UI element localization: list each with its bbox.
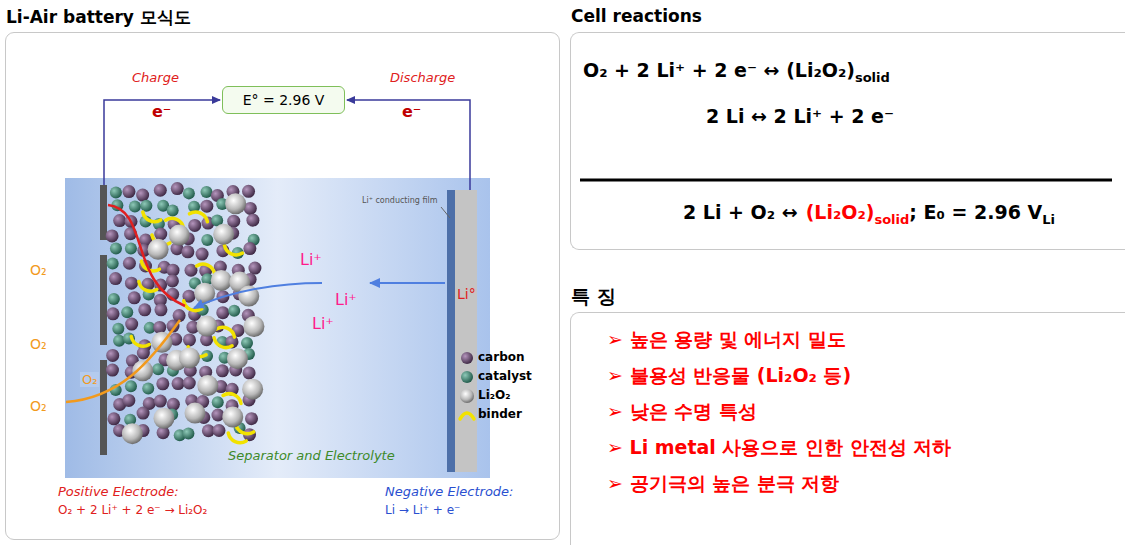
li-ion-label: Li⁺: [312, 314, 334, 333]
electrode-reaction: O₂ + 2 Li⁺ + 2 e⁻ → Li₂O₂: [58, 503, 207, 517]
electrode-reaction: Li → Li⁺ + e⁻: [385, 503, 460, 517]
positive-current-collector: [100, 185, 107, 455]
film-label: Li⁺ conducting film: [362, 196, 437, 205]
electron-label: e⁻: [402, 102, 421, 121]
oxygen-label: O₂: [80, 372, 99, 387]
conducting-film: [447, 190, 455, 472]
feature-item: ➢ Li metal 사용으로 인한 안전성 저하: [607, 435, 951, 461]
potential-value: E° = 2.96 V: [243, 92, 325, 108]
equation-text: 2 Li + O₂ ↔: [683, 201, 798, 223]
separator-label: Separator and Electrolyte: [228, 448, 395, 463]
discharge-wire: [347, 100, 470, 190]
legend-text: catalyst: [478, 369, 532, 383]
subscript: solid: [874, 212, 909, 227]
charge-wire: [104, 100, 220, 185]
legend-samples: [460, 352, 474, 419]
legend-text: binder: [478, 407, 522, 421]
charge-label: Charge: [132, 70, 179, 85]
oxygen-path: [66, 320, 180, 402]
li-ion-arrow: [370, 282, 445, 284]
subscript: solid: [855, 70, 890, 85]
equation-text: (Li₂O₂): [806, 201, 875, 223]
oxygen-label: O₂: [30, 336, 47, 352]
panel-title: Cell reactions: [571, 6, 702, 26]
electron-path: [108, 205, 185, 306]
feature-item: ➢ 높은 용량 및 에너지 밀도: [607, 327, 846, 353]
subscript: Li: [1042, 212, 1055, 227]
feature-panel: 특 징➢ 높은 용량 및 에너지 밀도➢ 불용성 반응물 (Li₂O₂ 등)➢ …: [570, 312, 1125, 545]
panel-title: Li-Air battery 모식도: [6, 6, 191, 29]
li-ion-label: Li⁺: [335, 290, 357, 309]
leader-line: [441, 207, 450, 218]
feature-item: ➢ 공기극의 높은 분극 저항: [607, 471, 839, 497]
reaction-panel: Cell reactionsO₂ + 2 Li⁺ + 2 e⁻ ↔ (Li₂O₂…: [570, 32, 1125, 250]
li-ion-label: Li⁺: [300, 250, 322, 269]
feature-item: ➢ 불용성 반응물 (Li₂O₂ 등): [607, 363, 851, 389]
cathode-particles: [106, 182, 265, 444]
panel-title: 특 징: [571, 284, 616, 310]
equation-text: 2 Li ↔ 2 Li⁺ + 2 e⁻: [706, 105, 894, 127]
li-ion-arrow: [194, 283, 322, 308]
electron-label: e⁻: [152, 102, 171, 121]
equation-divider: [580, 179, 1112, 182]
feature-item: ➢ 낮은 수명 특성: [607, 399, 757, 425]
oxygen-label: O₂: [30, 398, 47, 414]
discharge-label: Discharge: [390, 70, 455, 85]
lithium-metal: [455, 190, 477, 472]
equation-row: 2 Li ↔ 2 Li⁺ + 2 e⁻: [706, 105, 894, 127]
equation-text: O₂ + 2 Li⁺ + 2 e⁻ ↔ (Li₂O₂): [583, 59, 855, 81]
cell-body: [65, 178, 490, 478]
equation-row: O₂ + 2 Li⁺ + 2 e⁻ ↔ (Li₂O₂)solid: [583, 59, 890, 81]
electrode-label: Positive Electrode:: [58, 484, 179, 499]
diagram-panel: Li-Air battery 모식도E° = 2.96 V: [5, 32, 560, 540]
li-metal-label: Li°: [457, 286, 476, 302]
oxygen-label: O₂: [30, 262, 47, 278]
potential-box: E° = 2.96 V: [222, 86, 345, 114]
electrode-label: Negative Electrode:: [385, 484, 513, 499]
legend-text: Li₂O₂: [478, 388, 510, 402]
equation-row: 2 Li + O₂ ↔(Li₂O₂)solid; E₀ = 2.96 VLi: [683, 201, 1055, 223]
legend-text: carbon: [478, 350, 525, 364]
equation-text: ; E₀ = 2.96 V: [909, 201, 1042, 223]
